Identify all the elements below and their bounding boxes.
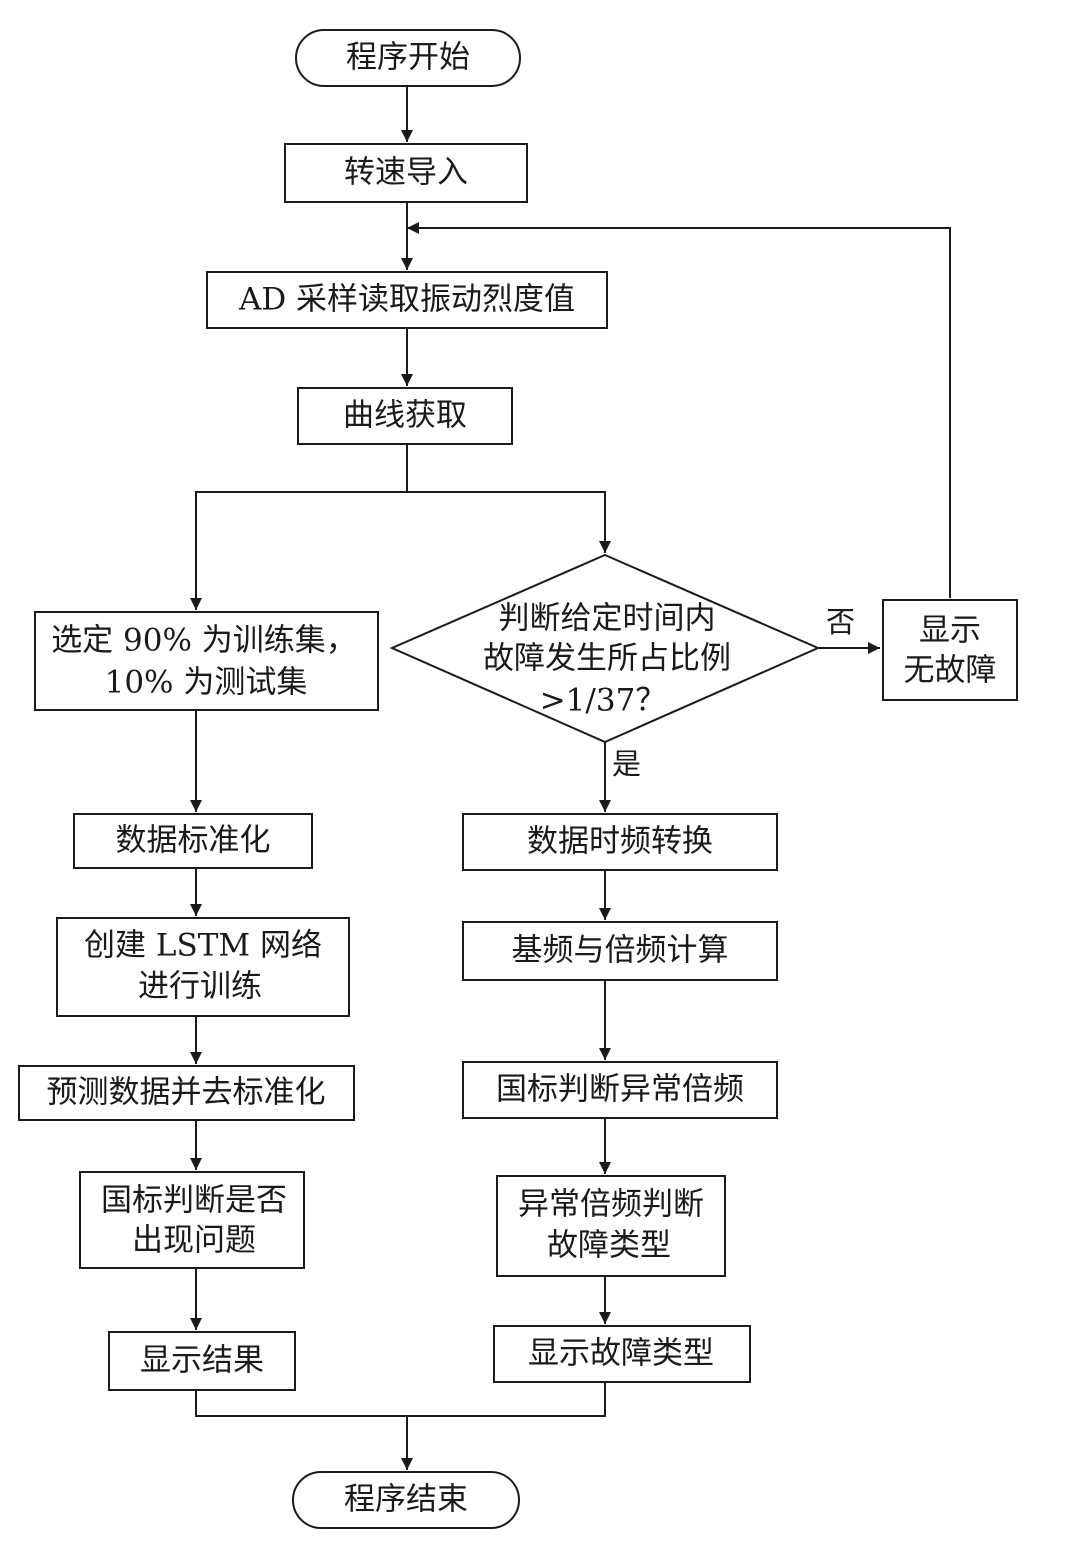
time-freq-box: 数据时频转换 — [462, 813, 778, 871]
speed-import-label: 转速导入 — [344, 155, 468, 191]
ad-sampling-label: AD 采样读取振动烈度值 — [238, 282, 575, 318]
gb-check-line2: 出现问题 — [132, 1223, 256, 1259]
freq-calc-box: 基频与倍频计算 — [462, 921, 778, 981]
create-lstm-line1: 创建 LSTM 网络 — [84, 928, 322, 964]
fault-type-judge-box: 异常倍频判断 故障类型 — [496, 1175, 726, 1277]
normalize-label: 数据标准化 — [116, 823, 271, 859]
split-set-line1: 选定 90% 为训练集， — [51, 623, 357, 659]
gb-check-box: 国标判断是否 出现问题 — [79, 1171, 305, 1269]
fault-type-judge-line2: 故障类型 — [547, 1228, 671, 1264]
create-lstm-line2: 进行训练 — [138, 969, 262, 1005]
curve-acquire-box: 曲线获取 — [297, 387, 513, 445]
time-freq-label: 数据时频转换 — [527, 824, 713, 860]
decision-diamond: 判断给定时间内 故障发生所占比例 >1/37？ — [389, 553, 821, 744]
show-result-label: 显示结果 — [140, 1343, 264, 1379]
freq-calc-label: 基频与倍频计算 — [512, 933, 729, 969]
edge-nofault-loop-back — [407, 222, 951, 598]
start-terminal: 程序开始 — [295, 29, 521, 87]
show-result-box: 显示结果 — [108, 1331, 296, 1391]
curve-acquire-label: 曲线获取 — [343, 398, 467, 434]
no-fault-line2: 无故障 — [904, 653, 997, 689]
edge-faultshow-merge — [407, 1382, 606, 1417]
edge-result-merge — [195, 1390, 407, 1417]
edge-curve-to-split — [190, 444, 408, 610]
end-label: 程序结束 — [344, 1482, 468, 1518]
split-set-line2: 10% 为测试集 — [105, 665, 308, 701]
start-label: 程序开始 — [346, 40, 470, 76]
predict-box: 预测数据并去标准化 — [18, 1065, 355, 1121]
normalize-box: 数据标准化 — [73, 813, 313, 869]
gb-abnormal-label: 国标判断异常倍频 — [496, 1072, 744, 1108]
predict-label: 预测数据并去标准化 — [47, 1075, 326, 1111]
edge-curve-to-decision — [407, 491, 611, 553]
create-lstm-box: 创建 LSTM 网络 进行训练 — [56, 917, 350, 1017]
gb-abnormal-box: 国标判断异常倍频 — [462, 1061, 778, 1119]
edge-label-yes: 是 — [612, 747, 641, 781]
edge-label-no: 否 — [826, 605, 855, 639]
connectors — [190, 86, 951, 1470]
ad-sampling-box: AD 采样读取振动烈度值 — [206, 271, 608, 329]
speed-import-box: 转速导入 — [284, 143, 528, 203]
end-terminal: 程序结束 — [292, 1471, 520, 1529]
show-fault-type-label: 显示故障类型 — [528, 1336, 714, 1372]
decision-line1: 判断给定时间内 — [499, 601, 716, 637]
fault-type-judge-line1: 异常倍频判断 — [518, 1187, 704, 1223]
gb-check-line1: 国标判断是否 — [101, 1183, 287, 1219]
no-fault-box: 显示 无故障 — [882, 599, 1018, 701]
decision-line2: 故障发生所占比例 — [483, 641, 731, 677]
split-set-box: 选定 90% 为训练集， 10% 为测试集 — [34, 611, 379, 711]
no-fault-line1: 显示 — [919, 613, 981, 649]
show-fault-type-box: 显示故障类型 — [493, 1325, 751, 1383]
decision-line3: >1/37？ — [540, 683, 667, 719]
